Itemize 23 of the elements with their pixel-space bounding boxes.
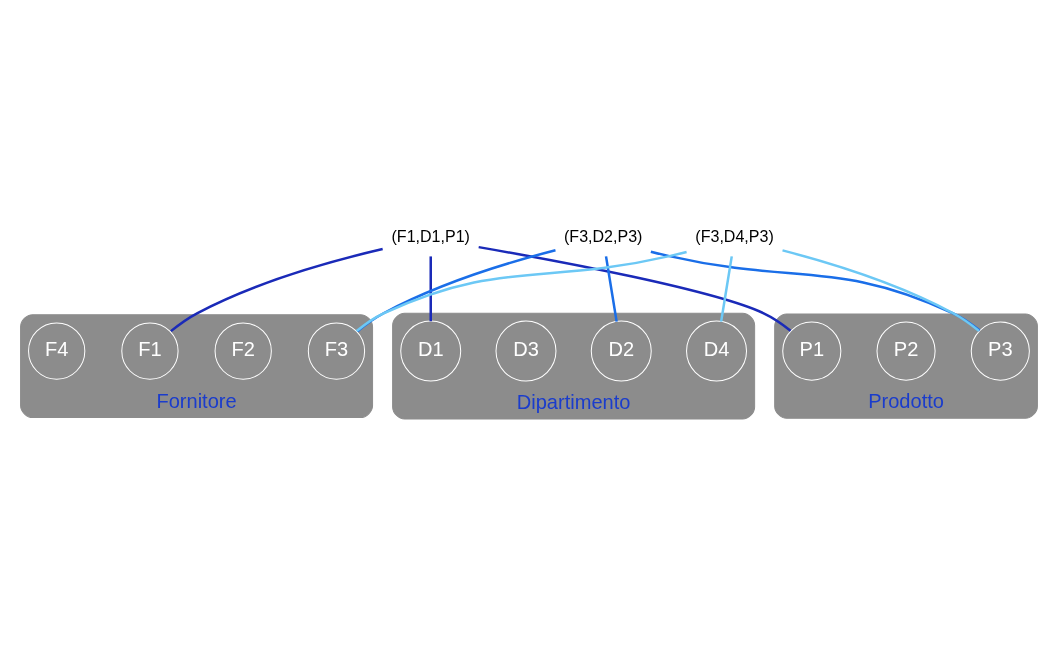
connector	[170, 247, 383, 332]
connector	[650, 249, 981, 332]
node-circle: F4	[28, 321, 86, 380]
connector	[478, 245, 792, 332]
node-circle: P1	[782, 321, 842, 381]
node-circle: D2	[590, 320, 652, 382]
connector	[719, 255, 733, 322]
connector	[429, 255, 432, 321]
node-circle: D3	[495, 320, 557, 382]
node-circle: D4	[686, 320, 747, 382]
connector	[604, 255, 618, 322]
node-text: (F1,D1,P1)	[391, 226, 470, 245]
node-circle: P2	[876, 321, 936, 381]
node-circle: P3	[970, 321, 1030, 381]
node-text: (F3,D4,P3)	[695, 226, 774, 245]
node-circle: F2	[214, 321, 272, 380]
node-circle: D1	[400, 320, 462, 382]
node-circle: F1	[121, 321, 179, 380]
node-circle: F3	[307, 321, 366, 380]
connector	[355, 250, 687, 332]
connector	[782, 248, 980, 332]
node-text: (F3,D2,P3)	[564, 226, 643, 245]
connector	[356, 248, 556, 332]
